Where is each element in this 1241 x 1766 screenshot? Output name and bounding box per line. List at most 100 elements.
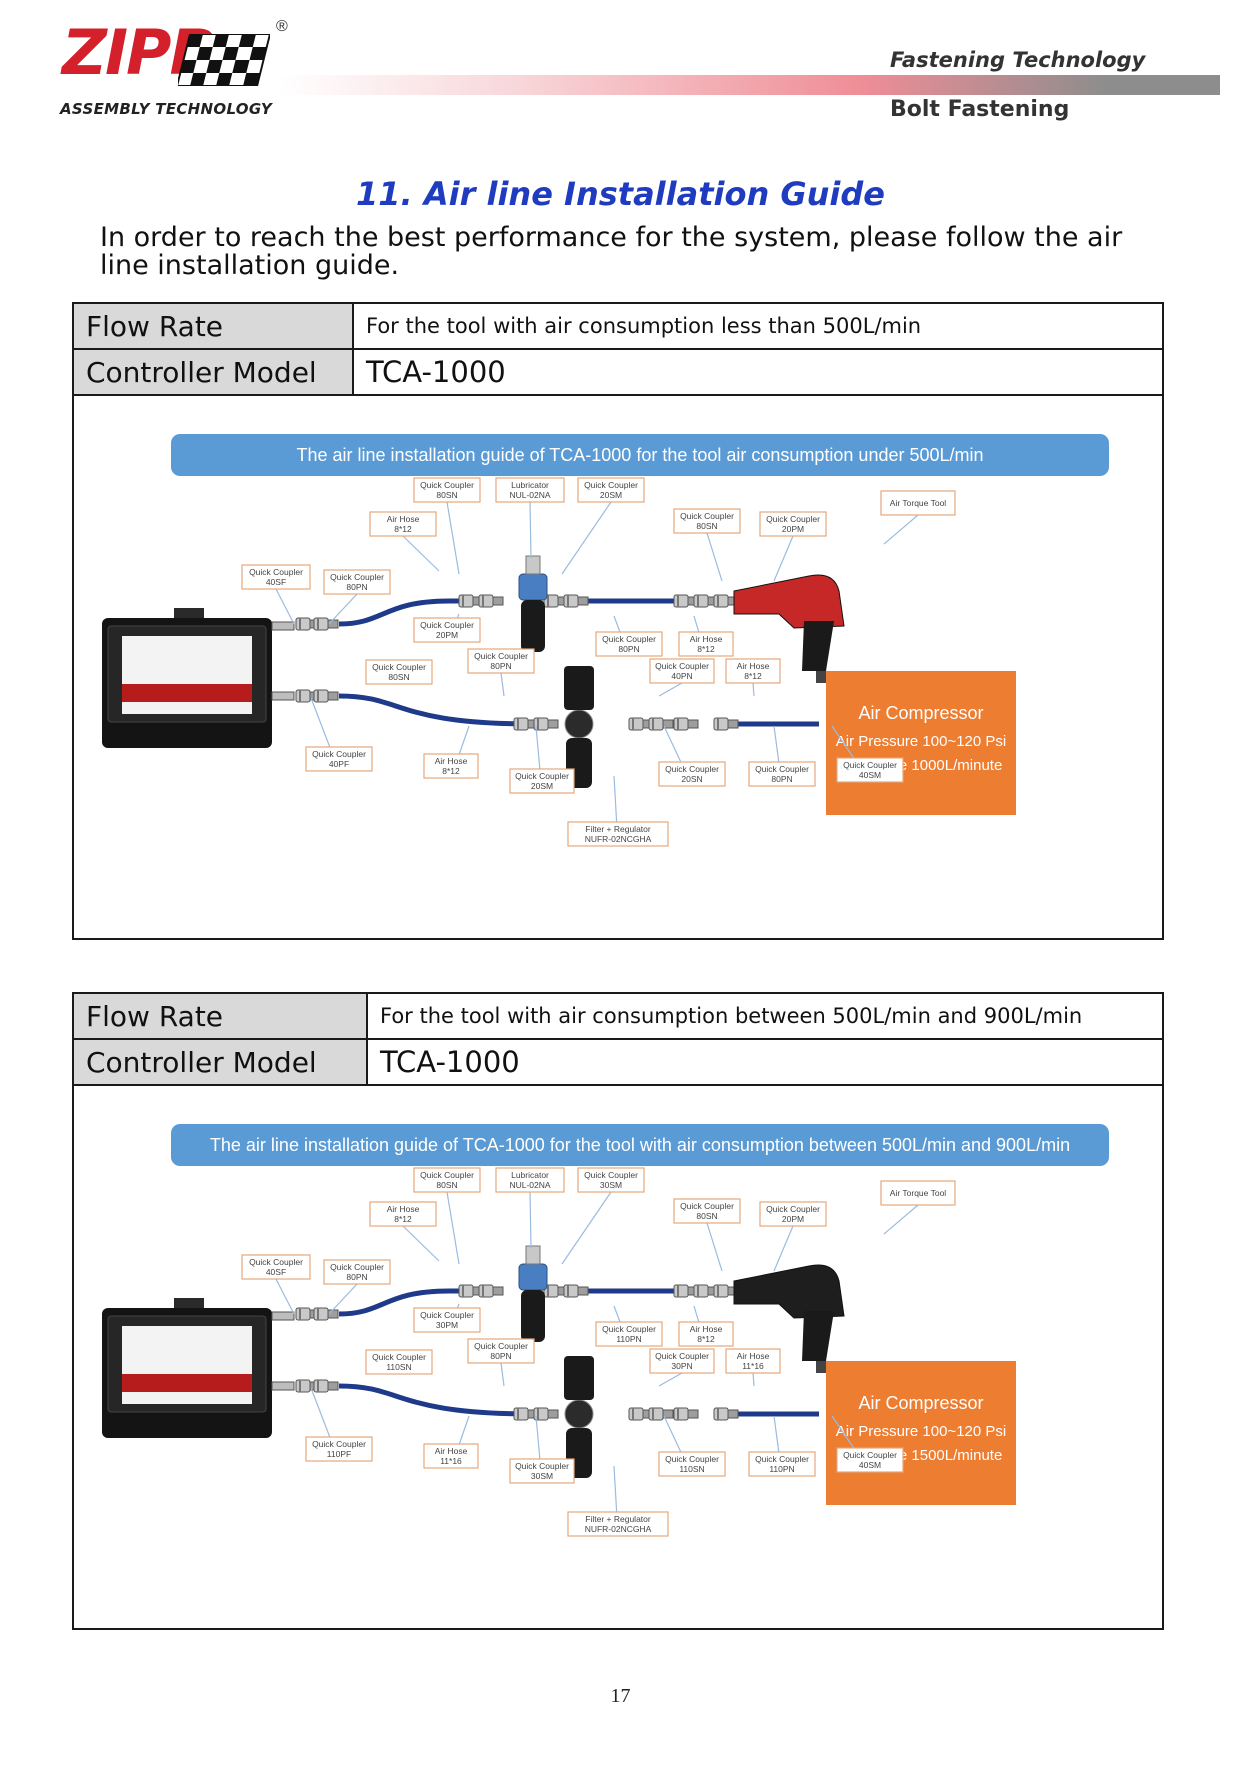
callout-label: Air Torque Tool (890, 1188, 946, 1198)
coupler-lower-3-ring (537, 1408, 539, 1420)
callout-leader (561, 501, 612, 575)
logo-subtitle: ASSEMBLY TECHNOLOGY (60, 100, 272, 118)
callout-spec: 20SM (600, 490, 622, 500)
coupler-lower-7-body (713, 717, 729, 731)
spec-section-2: Flow Rate For the tool with air consumpt… (72, 992, 1164, 1630)
air-line-diagram-svg: The air line installation guide of TCA-1… (102, 1124, 1109, 1537)
header-subcategory: Bolt Fastening (890, 97, 1070, 122)
callout-label: Quick Coupler (655, 1351, 709, 1361)
callout-box (748, 761, 816, 787)
spec-section-1: Flow Rate For the tool with air consumpt… (72, 302, 1164, 940)
callout-spec: 110PN (616, 1334, 641, 1344)
coupler-lower-2-ring (517, 1408, 519, 1420)
callout-box (595, 631, 663, 657)
coupler-lower-6 (673, 1407, 699, 1421)
coupler-upper-1 (313, 1307, 339, 1321)
coupler-lower-5-ring (652, 1408, 654, 1420)
coupler-lower-2 (513, 1407, 539, 1421)
coupler-lower-7-ring (717, 718, 719, 730)
coupler-upper-4-ring (547, 595, 549, 607)
lubricator-bowl (521, 1290, 545, 1342)
callout-label: Air Hose (387, 514, 420, 524)
coupler-upper-5-ring (567, 1285, 569, 1297)
callout-leader (529, 1191, 532, 1249)
lubricator-knob (525, 1245, 541, 1265)
flow-rate-value: For the tool with air consumption betwee… (380, 1004, 1083, 1028)
callout-spec: NUFR-02NCGHA (585, 834, 652, 844)
callout-spec: 110SN (679, 1464, 704, 1474)
registered-mark: ® (276, 18, 288, 35)
callout-label: Quick Coupler (584, 1170, 638, 1180)
air-line-diagram-1: The air line installation guide of TCA-1… (74, 396, 1162, 936)
callout-label: Quick Coupler (312, 749, 366, 759)
callout-box (413, 617, 481, 643)
callout-spec: 8*12 (697, 1334, 715, 1344)
callout-label: Quick Coupler (372, 1352, 426, 1362)
controller-port-lower (271, 691, 295, 701)
tool-body (733, 574, 845, 629)
diagram-banner (171, 1124, 1109, 1166)
air-compressor-title: Air Compressor (858, 703, 983, 723)
callout-leader (500, 672, 505, 697)
coupler-upper-5 (563, 594, 589, 608)
callout-box (305, 1436, 373, 1462)
coupler-lower-7-nipple (727, 1409, 739, 1419)
coupler-upper-3 (478, 1284, 504, 1298)
callout-box (577, 1167, 645, 1193)
callout-leader (883, 514, 919, 545)
controller-screen-band (122, 684, 252, 702)
callout-label: Quick Coupler (755, 764, 809, 774)
regulator-body (564, 666, 594, 710)
coupler-upper-0-body (295, 617, 311, 631)
coupler-lower-1-body (313, 1379, 329, 1393)
callout-leader (706, 532, 723, 582)
coupler-upper-2-ring (462, 595, 464, 607)
torque-controller-icon (102, 608, 295, 748)
callout-spec: 40SF (266, 1267, 286, 1277)
callout-box (467, 1338, 535, 1364)
callout-spec: 8*12 (394, 1214, 412, 1224)
callout-box (413, 1307, 481, 1333)
controller-port-upper (271, 621, 295, 631)
coupler-upper-3 (478, 594, 504, 608)
lubricator-head (518, 1263, 548, 1291)
coupler-lower-3 (533, 1407, 559, 1421)
callout-leader (328, 1283, 358, 1315)
callout-label: Quick Coupler (474, 651, 528, 661)
callout-leader (658, 1372, 683, 1387)
coupler-upper-2 (458, 594, 484, 608)
callout-label: Quick Coupler (665, 764, 719, 774)
callout-spec: NUFR-02NCGHA (585, 1524, 652, 1534)
filter-regulator-icon (564, 666, 594, 788)
coupler-upper-1-body (313, 1307, 329, 1321)
coupler-lower-0-ring (299, 690, 301, 702)
coupler-upper-5-nipple (577, 596, 589, 606)
callout-label: Quick Coupler (420, 480, 474, 490)
callout-spec: 8*12 (442, 766, 460, 776)
callout-box (413, 1167, 481, 1193)
callout-leader (883, 1204, 919, 1235)
callout-spec: 11*16 (440, 1456, 462, 1466)
coupler-upper-3-nipple (492, 1286, 504, 1296)
flow-rate-row: Flow Rate For the tool with air consumpt… (74, 304, 1162, 350)
callout-label: Quick Coupler (755, 1454, 809, 1464)
coupler-upper-1-ring (317, 618, 319, 630)
callout-spec: 30PM (436, 1320, 458, 1330)
checkered-flag-icon (178, 34, 270, 86)
callout-box (649, 658, 715, 684)
callout-label: Quick Coupler (420, 1170, 474, 1180)
header-gradient-bar (280, 75, 1220, 95)
callout-box (673, 1198, 741, 1224)
air-hose-upper-left (338, 1288, 459, 1317)
callout-box (836, 1447, 904, 1473)
callout-box (467, 648, 535, 674)
coupler-upper-7-body (693, 594, 709, 608)
controller-screen (122, 1326, 252, 1404)
coupler-lower-5-ring (652, 718, 654, 730)
callout-leader (752, 1372, 755, 1387)
callout-leader (706, 1222, 723, 1272)
callout-label: Air Hose (737, 661, 770, 671)
flow-rate-label: Flow Rate (74, 994, 368, 1038)
coupler-upper-4-ring (547, 1285, 549, 1297)
coupler-upper-3-ring (482, 1285, 484, 1297)
